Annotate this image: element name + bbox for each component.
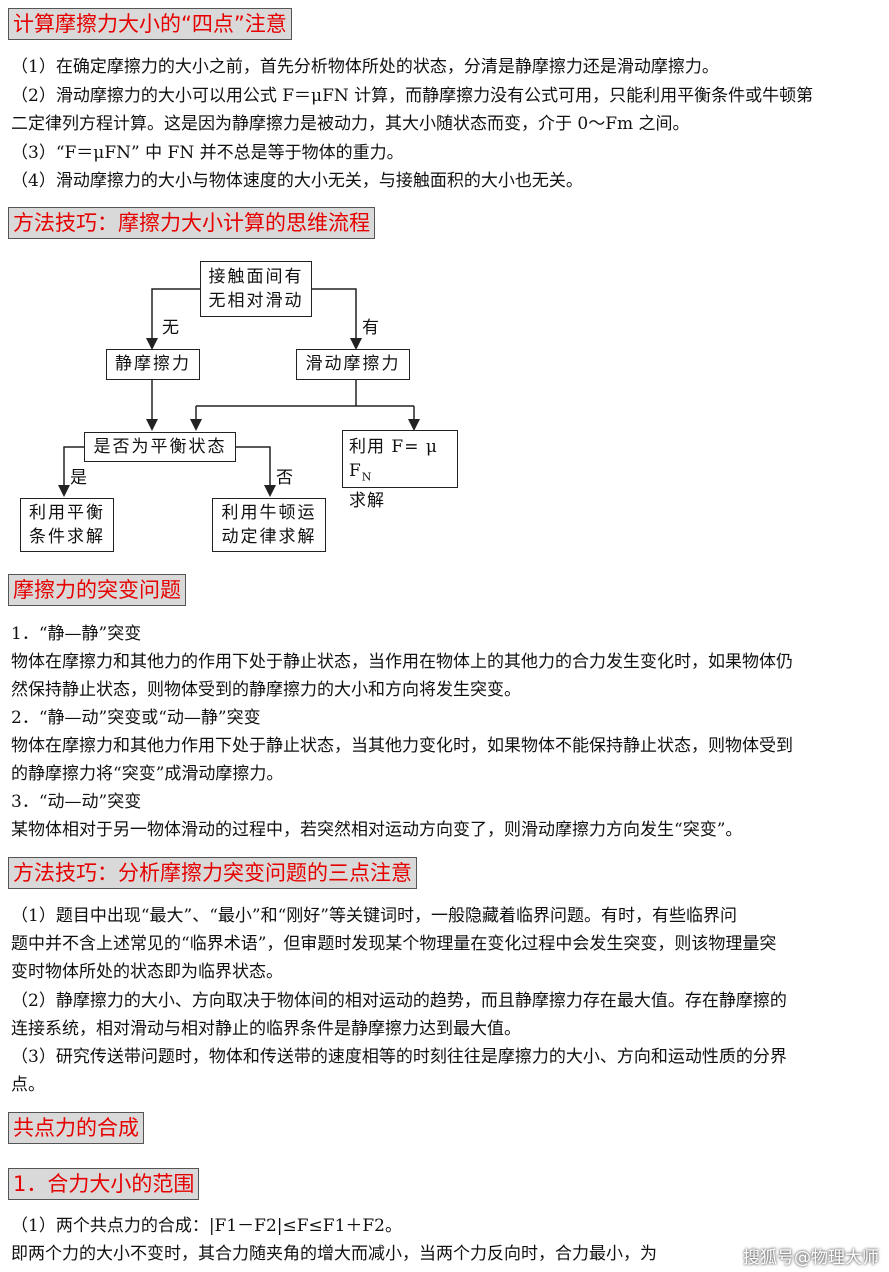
paragraph-line: （1）两个共点力的合成：|F1－F2|≤F≤F1＋F2。 (11, 1216, 402, 1236)
flow-label-no: 否 (276, 468, 293, 488)
paragraph-line: （1）题目中出现“最大”、“最小”和“刚好”等关键词时，一般隐藏着临界问题。有时… (11, 906, 737, 926)
section-heading-force-composition: 共点力的合成 (8, 1112, 144, 1144)
paragraph-line: 某物体相对于另一物体滑动的过程中，若突然相对运动方向变了，则滑动摩擦力方向发生“… (11, 820, 743, 840)
flow-box-static-friction: 静摩擦力 (106, 349, 200, 380)
paragraph-line: 3．“动—动”突变 (11, 792, 142, 812)
flow-label-yes: 有 (362, 318, 379, 338)
paragraph-line: （2）滑动摩擦力的大小可以用公式 F＝μFN 计算，而静摩擦力没有公式可用，只能… (11, 86, 814, 106)
flow-label-yes: 是 (70, 468, 87, 488)
flow-box-relative-sliding: 接触面间有 无相对滑动 (200, 261, 312, 317)
paragraph-line: 点。 (11, 1075, 45, 1095)
section-heading-flow-method: 方法技巧：摩擦力大小计算的思维流程 (8, 207, 375, 239)
paragraph-line: 2．“静—动”突变或“动—静”突变 (11, 708, 261, 728)
paragraph-line: 变时物体所处的状态即为临界状态。 (11, 962, 283, 982)
paragraph-line: （1）在确定摩擦力的大小之前，首先分析物体所处的状态，分清是静摩擦力还是滑动摩擦… (11, 57, 719, 77)
section-heading-three-points: 方法技巧：分析摩擦力突变问题的三点注意 (8, 857, 417, 889)
flow-box-balance-state: 是否为平衡状态 (84, 432, 236, 462)
flow-label-no: 无 (162, 318, 179, 338)
section-heading-resultant-range: 1．合力大小的范围 (8, 1168, 200, 1200)
paragraph-line: 物体在摩擦力和其他力的作用下处于静止状态，当作用在物体上的其他力的合力发生变化时… (11, 652, 793, 672)
paragraph-line: 题中并不含上述常见的“临界术语”，但审题时发现某个物理量在变化过程中会发生突变，… (11, 934, 777, 954)
flow-box-sliding-friction: 滑动摩擦力 (296, 349, 410, 380)
paragraph-line: 即两个力的大小不变时，其合力随夹角的增大而减小，当两个力反向时，合力最小，为 (11, 1244, 657, 1264)
flow-box-equilibrium: 利用平衡 条件求解 (20, 498, 114, 552)
paragraph-line: （4）滑动摩擦力的大小与物体速度的大小无关，与接触面积的大小也无关。 (11, 171, 583, 191)
paragraph-line: 然保持静止状态，则物体受到的静摩擦力的大小和方向将发生突变。 (11, 680, 521, 700)
paragraph-line: （2）静摩擦力的大小、方向取决于物体间的相对运动的趋势，而且静摩擦力存在最大值。… (11, 991, 787, 1011)
flow-text: 利用 F= μ FN (349, 437, 438, 484)
watermark: 搜狐号@物理大师 (743, 1248, 879, 1268)
paragraph-line: （3）“F＝μFN” 中 FN 并不总是等于物体的重力。 (11, 143, 404, 163)
paragraph-line: 的静摩擦力将“突变”成滑动摩擦力。 (11, 764, 284, 784)
section-heading-four-points: 计算摩擦力大小的“四点”注意 (8, 8, 292, 40)
paragraph-line: 二定律列方程计算。这是因为静摩擦力是被动力，其大小随状态而变，介于 0～Fm 之… (11, 114, 690, 134)
flow-text: 条件求解 (29, 527, 105, 547)
flow-text: 利用平衡 (29, 503, 105, 523)
flow-box-newton: 利用牛顿运 动定律求解 (212, 498, 326, 552)
paragraph-line: （3）研究传送带问题时，物体和传送带的速度相等的时刻往往是摩擦力的大小、方向和运… (11, 1047, 787, 1067)
flow-text: 接触面间有 (208, 267, 304, 287)
flow-text: 动定律求解 (221, 527, 317, 547)
flow-text: 求解 (349, 491, 385, 512)
flow-box-formula: 利用 F= μ FN 求解 (342, 430, 458, 511)
paragraph-line: 物体在摩擦力和其他力作用下处于静止状态，当其他力变化时，如果物体不能保持静止状态… (11, 736, 793, 756)
section-heading-sudden-change: 摩擦力的突变问题 (8, 574, 186, 606)
flow-text: 无相对滑动 (208, 291, 304, 311)
paragraph-line: 1．“静—静”突变 (11, 624, 142, 644)
flow-text: 利用牛顿运 (221, 503, 317, 523)
paragraph-line: 连接系统，相对滑动与相对静止的临界条件是静摩擦力达到最大值。 (11, 1019, 521, 1039)
